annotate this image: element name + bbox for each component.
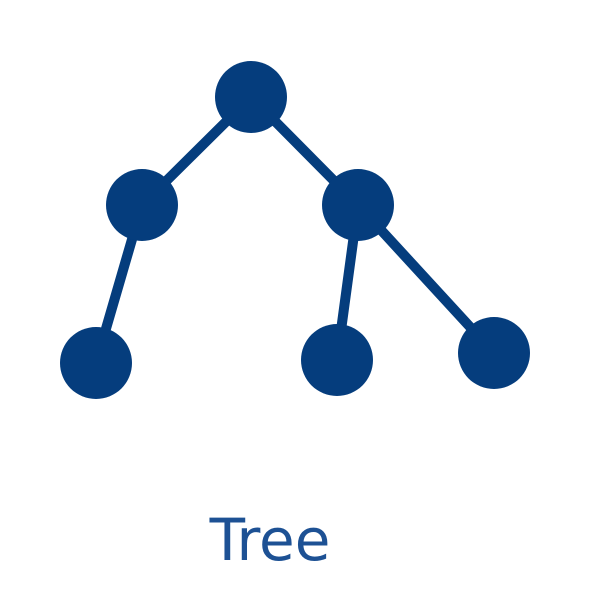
tree-node-middle-leaf	[301, 324, 373, 396]
tree-node-left-child	[106, 169, 178, 241]
tree-nodes	[60, 61, 530, 399]
tree-node-left-leaf	[60, 327, 132, 399]
tree-node-right-child	[322, 169, 394, 241]
tree-caption: Tree	[209, 506, 331, 574]
tree-node-right-leaf	[458, 317, 530, 389]
tree-node-root	[215, 61, 287, 133]
